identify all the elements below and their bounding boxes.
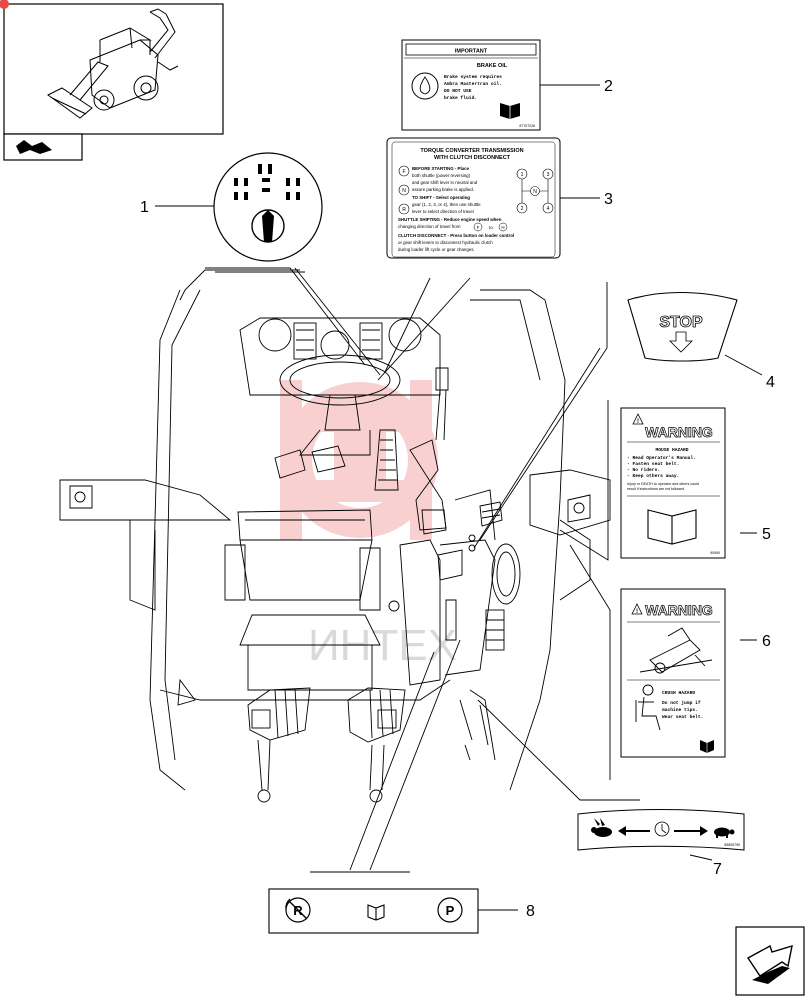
stop-label: STOP	[659, 314, 703, 331]
gear-4: 4	[547, 206, 550, 212]
decal-6-title: CRUSH HAZARD	[662, 690, 695, 696]
decal-6-warning[interactable]: ! WARNING CRUSH HAZARD Do not jump if ma…	[620, 588, 726, 758]
to-word: to	[489, 225, 493, 230]
decal-6-line-3: Wear seat belt.	[662, 714, 703, 720]
gear-2: 2	[521, 206, 524, 212]
corner-marker	[0, 0, 9, 9]
svg-text:!: !	[636, 609, 638, 615]
decal-5-header: WARNING	[645, 424, 713, 440]
decal-5-code: 90950	[710, 551, 720, 555]
decal-3-line-1: BEFORE STARTING - Place	[412, 166, 470, 171]
tipping-machine-pictogram	[639, 627, 713, 674]
book-icon	[647, 509, 697, 545]
cab-interior	[59, 269, 611, 803]
decal-3-line-7: lever to select direction of travel	[412, 209, 474, 214]
direction-n: N	[402, 188, 406, 194]
page-back-icon[interactable]	[16, 140, 52, 154]
callout-5: 5	[762, 526, 771, 543]
decal-5-line-3: - No riders.	[627, 467, 660, 473]
decal-1-ignition-switch[interactable]	[213, 152, 323, 262]
decal-3-line-4: assure parking brake is applied.	[412, 187, 474, 192]
decal-2-header: IMPORTANT	[455, 49, 488, 55]
direction-r: R	[402, 207, 406, 213]
no-reverse-icon: R	[285, 897, 311, 923]
decal-3-line-5: TO SHIFT - Select operating	[412, 195, 470, 200]
book-icon	[500, 103, 520, 119]
callout-2: 2	[604, 78, 613, 95]
callout-6: 6	[762, 633, 771, 650]
callout-numbers: 1 2 3 4 5 6 7 8	[140, 78, 775, 920]
decal-5-title: MOUSE HAZARD	[655, 447, 688, 453]
decal-6-line-2: machine tips.	[662, 707, 698, 713]
rabbit-icon	[591, 818, 612, 837]
gear-neutral: N	[533, 189, 537, 195]
decal-7-code: 85805799	[724, 843, 740, 847]
next-page-button[interactable]	[735, 926, 805, 996]
turtle-icon	[714, 827, 735, 838]
decal-3-instructions: BEFORE STARTING - Place both shuttle (po…	[398, 166, 514, 252]
direction-f: F	[402, 169, 405, 175]
callout-3: 3	[604, 191, 613, 208]
decal-2-line-2: Ambra Mastertran oil.	[444, 81, 502, 87]
machine-thumbnail[interactable]	[0, 0, 224, 161]
book-icon	[700, 740, 714, 753]
decal-3-title: TORQUE CONVERTER TRANSMISSION	[420, 148, 523, 154]
decal-6-line-1: Do not jump if	[662, 700, 701, 706]
decal-3-subtitle: WITH CLUTCH DISCONNECT	[434, 155, 511, 161]
decal-2-code: 87707226	[519, 124, 535, 128]
decal-7-speed[interactable]: 85805799	[577, 809, 745, 851]
parking-brake-icon: P	[437, 897, 463, 923]
decal-5-footer-2: result if instructions are not followed.	[627, 487, 685, 491]
decal-5-line-1: - Read Operator's Manual.	[627, 455, 696, 461]
watermark-logo	[280, 380, 438, 540]
decal-3-line-2: both shuttle (power reversing)	[412, 173, 471, 178]
watermark-text: ИНТЕХ	[308, 621, 457, 670]
from-letter: F	[477, 225, 480, 230]
gear-pattern: 1 2 3 4 N	[516, 168, 554, 214]
callout-7: 7	[713, 861, 722, 878]
to-letter: H	[501, 225, 504, 230]
gear-3: 3	[547, 172, 550, 178]
decal-2-title: BRAKE OIL	[477, 63, 508, 69]
decal-5-footer-1: Injury or DEATH to operator and others c…	[627, 482, 699, 486]
seated-operator-pictogram	[635, 684, 661, 731]
decal-2-line-3: DO NOT USE	[444, 88, 472, 94]
decal-3-line-3: and gear shift lever in neutral and	[412, 180, 478, 185]
decal-4-stop[interactable]: STOP	[627, 292, 738, 362]
backhoe-loader-thumbnail	[47, 8, 179, 119]
decal-5-line-2: - Fasten seat belt.	[627, 461, 679, 467]
decal-5-line-4: - Keep others away.	[627, 473, 679, 479]
decal-6-header: WARNING	[645, 602, 713, 618]
decal-3-transmission[interactable]: TORQUE CONVERTER TRANSMISSION WITH CLUTC…	[386, 137, 561, 259]
decal-2-line-1: Brake system requires	[444, 74, 502, 80]
callout-4: 4	[766, 374, 775, 391]
decal-3-line-9: changing direction of travel from	[398, 224, 461, 229]
decal-2-brake-oil[interactable]: IMPORTANT BRAKE OIL Brake system require…	[401, 39, 541, 131]
decal-8-parking[interactable]: R P	[268, 888, 479, 934]
book-icon	[367, 904, 385, 921]
decal-3-line-6: gear (1, 2, 3, or 4), then use shuttle	[412, 202, 481, 207]
decal-5-warning[interactable]: ! WARNING MOUSE HAZARD - Read Operator's…	[620, 407, 726, 559]
decal-3-line-12: during loader lift cycle or gear changes…	[398, 247, 475, 252]
leader-lines	[155, 84, 763, 911]
svg-text:!: !	[637, 419, 639, 425]
callout-1: 1	[140, 199, 149, 216]
decal-2-line-4: brake fluid.	[444, 95, 477, 101]
decal-3-line-10: CLUTCH DISCONNECT - Press button on load…	[398, 233, 514, 238]
direction-letters: F N R	[398, 165, 410, 215]
parking-letter: P	[446, 903, 455, 918]
decal-3-line-11: or gear shift levers to disconnect hydra…	[398, 240, 493, 245]
gear-1: 1	[521, 172, 524, 178]
callout-8: 8	[526, 903, 535, 920]
next-page-arrow-icon	[746, 944, 793, 984]
decal-3-line-8: SHUTTLE SHIFTING - Reduce engine speed w…	[398, 217, 502, 222]
